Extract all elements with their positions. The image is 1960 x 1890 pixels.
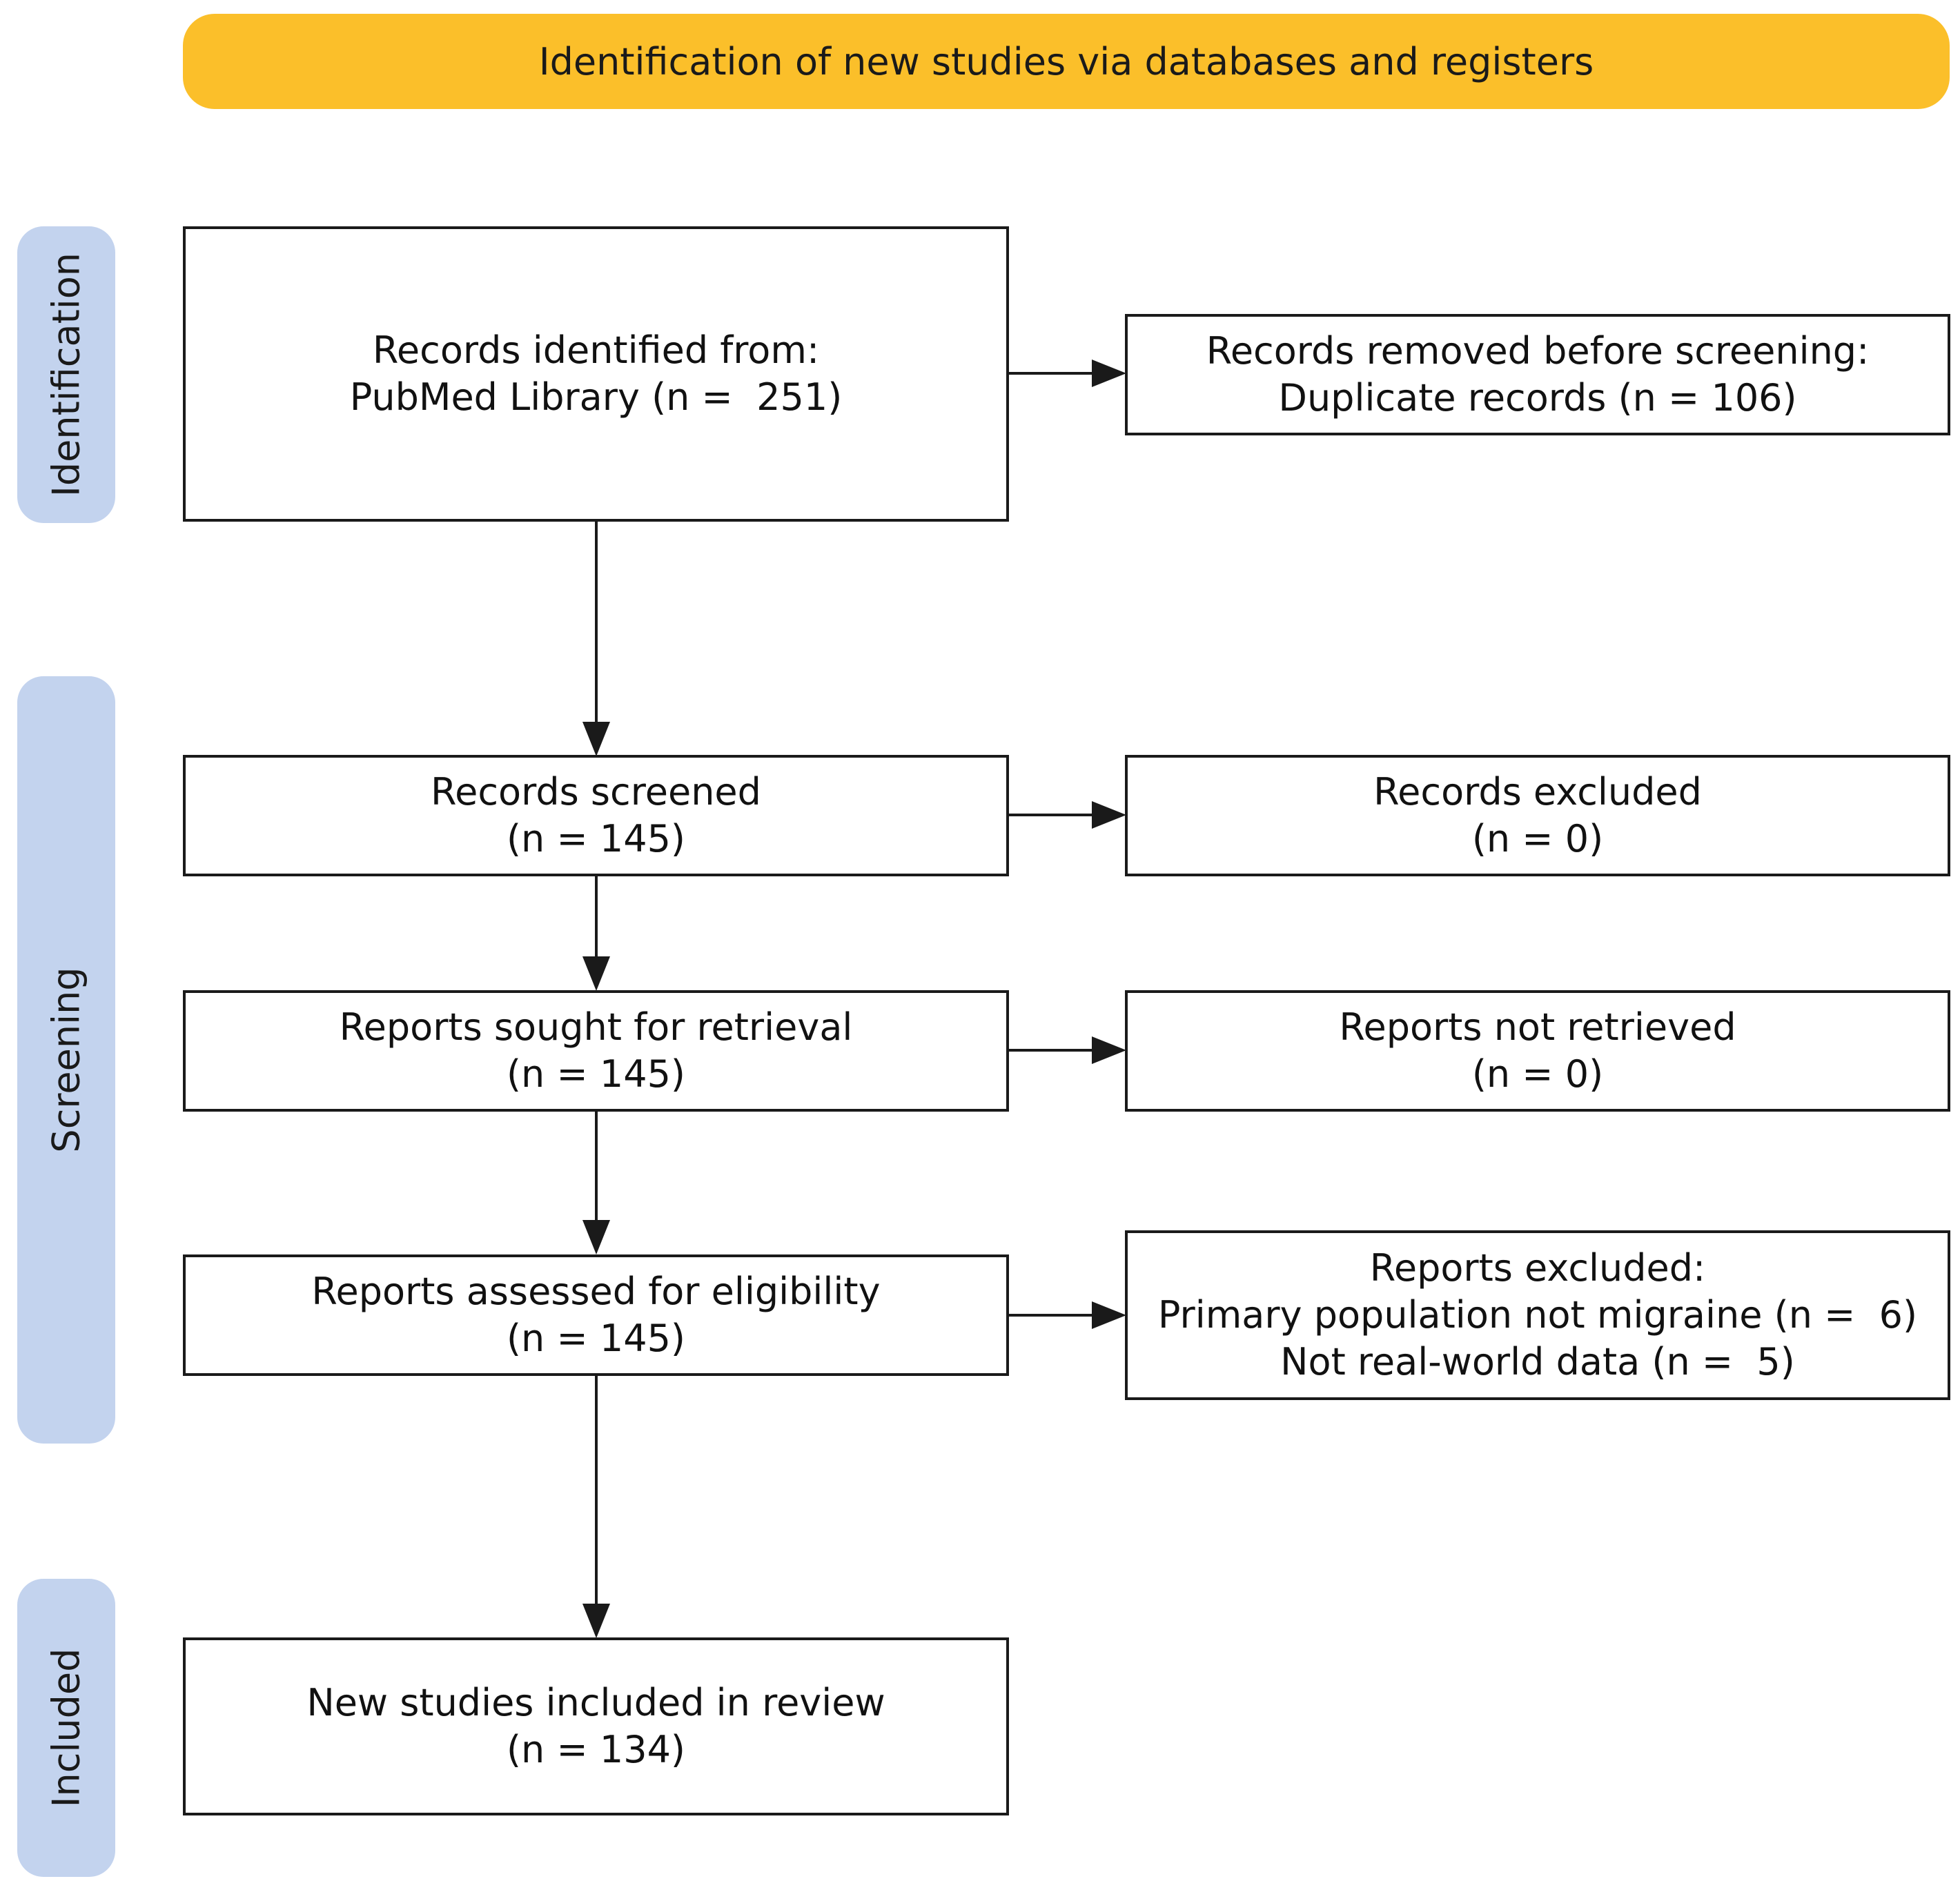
records-screened-line2: (n = 145) (506, 817, 685, 860)
studies-included-line1: New studies included in review (306, 1681, 885, 1724)
box-records-identified: Records identified from: PubMed Library … (183, 226, 1009, 522)
records-identified-line1: Records identified from: (372, 328, 820, 372)
phase-screening: Screening (17, 676, 115, 1444)
arrowhead-down-4 (582, 1604, 610, 1638)
records-removed-line1: Records removed before screening: (1206, 329, 1870, 373)
phase-identification: Identification (17, 226, 115, 523)
studies-included-line2: (n = 134) (506, 1728, 685, 1771)
reports-excluded-line1: Reports excluded: (1369, 1246, 1706, 1290)
arrowhead-right-4 (1092, 1301, 1126, 1329)
flow-header-title: Identification of new studies via databa… (538, 39, 1594, 83)
box-reports-not-retrieved: Reports not retrieved (n = 0) (1125, 990, 1950, 1112)
box-reports-assessed: Reports assessed for eligibility (n = 14… (183, 1254, 1009, 1376)
arrowhead-right-1 (1092, 360, 1126, 387)
reports-assessed-line1: Reports assessed for eligibility (311, 1270, 881, 1313)
reports-sought-line2: (n = 145) (506, 1052, 685, 1096)
reports-sought-line1: Reports sought for retrieval (339, 1005, 853, 1049)
box-records-removed: Records removed before screening: Duplic… (1125, 314, 1950, 435)
reports-not-retrieved-line1: Reports not retrieved (1339, 1005, 1736, 1049)
reports-excluded-line3: Not real-world data (n = 5) (1280, 1340, 1795, 1384)
reports-not-retrieved-line2: (n = 0) (1471, 1052, 1604, 1096)
box-studies-included: New studies included in review (n = 134) (183, 1637, 1009, 1815)
box-records-excluded: Records excluded (n = 0) (1125, 755, 1950, 876)
records-screened-line1: Records screened (431, 770, 761, 814)
records-excluded-line2: (n = 0) (1471, 817, 1604, 860)
box-records-screened: Records screened (n = 145) (183, 755, 1009, 876)
records-identified-line2: PubMed Library (n = 251) (349, 375, 843, 419)
reports-assessed-line2: (n = 145) (506, 1317, 685, 1360)
arrowhead-right-2 (1092, 801, 1126, 829)
arrowhead-down-2 (582, 956, 610, 991)
box-reports-sought: Reports sought for retrieval (n = 145) (183, 990, 1009, 1112)
records-excluded-line1: Records excluded (1373, 770, 1702, 814)
phase-included: Included (17, 1579, 115, 1877)
records-removed-line2: Duplicate records (n = 106) (1278, 376, 1797, 420)
flow-header: Identification of new studies via databa… (183, 14, 1950, 109)
reports-excluded-line2: Primary population not migraine (n = 6) (1157, 1293, 1918, 1337)
box-reports-excluded: Reports excluded: Primary population not… (1125, 1230, 1950, 1400)
arrowhead-right-3 (1092, 1036, 1126, 1064)
arrowhead-down-1 (582, 722, 610, 756)
arrowhead-down-3 (582, 1220, 610, 1254)
